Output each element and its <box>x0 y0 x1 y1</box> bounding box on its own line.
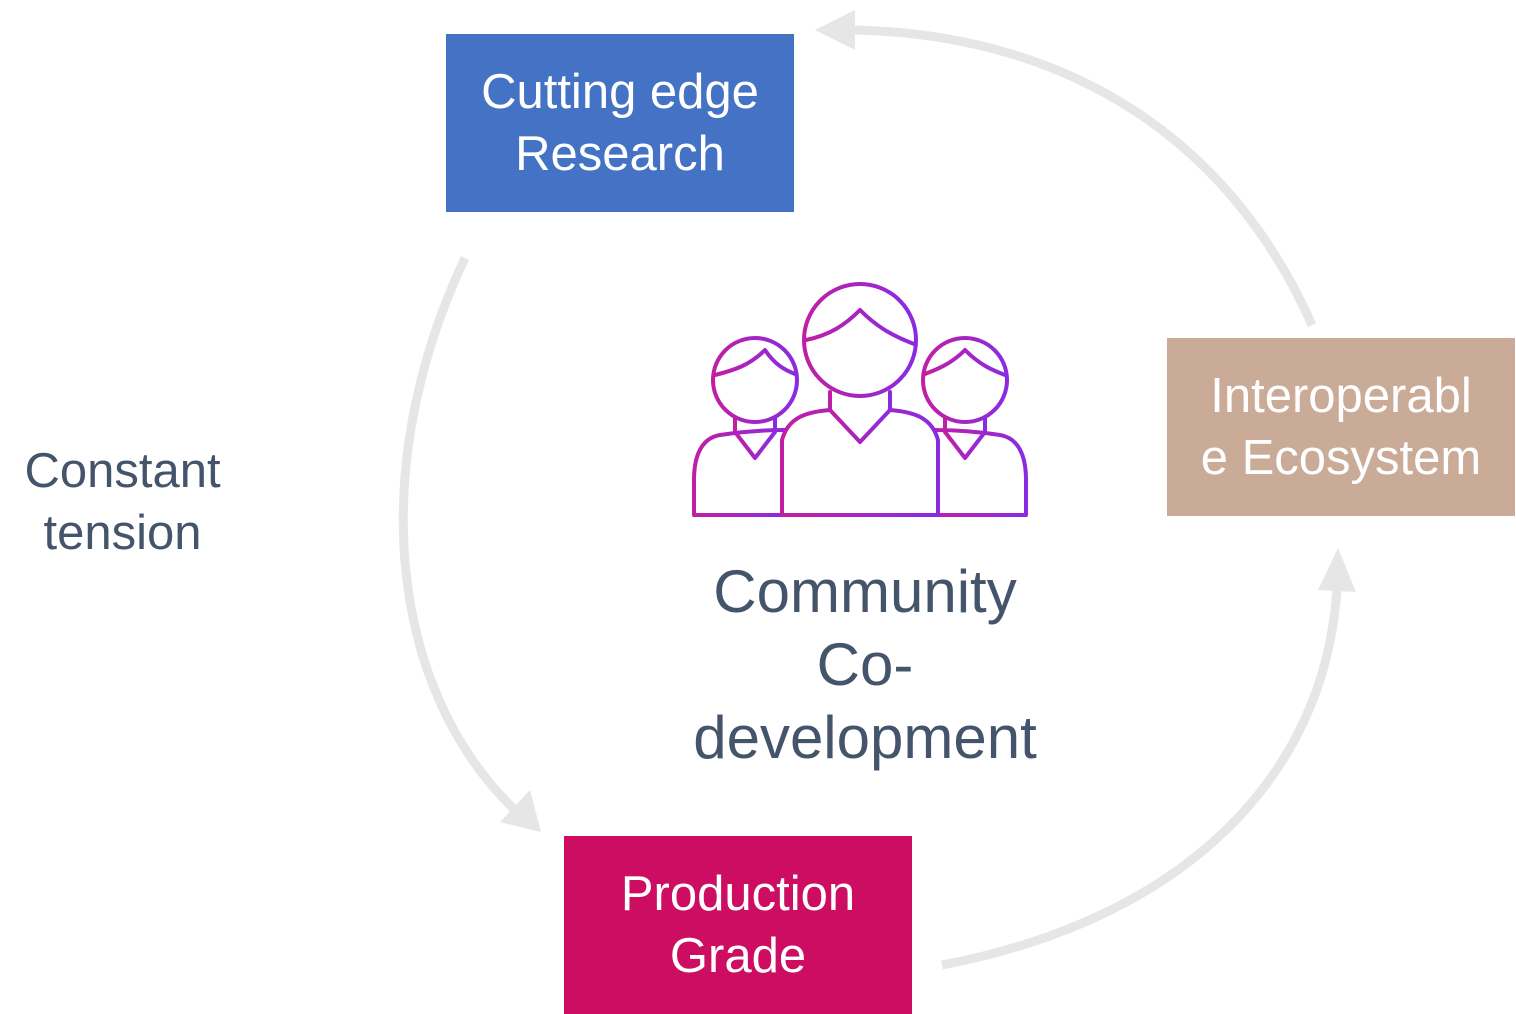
center-label-line1: Community <box>713 558 1017 625</box>
constant-tension-label: Constant tension <box>0 440 245 564</box>
node-research-line2: Research <box>515 127 725 181</box>
node-research-line1: Cutting edge <box>481 65 759 119</box>
node-production-line1: Production <box>620 867 856 921</box>
community-people-icon <box>692 282 1028 517</box>
node-production-grade: Production Grade <box>564 836 912 1014</box>
node-interoperable-ecosystem: Interoperabl e Ecosystem <box>1167 338 1515 516</box>
center-label-line3: development <box>693 704 1037 771</box>
arrowhead-research <box>815 10 855 50</box>
side-label-line2: tension <box>43 506 202 560</box>
node-production-line2: Grade <box>669 929 807 983</box>
center-label-line2: Co- <box>816 631 914 698</box>
arrow-production-to-interop <box>941 587 1342 970</box>
side-label-line1: Constant <box>24 444 221 498</box>
node-interop-line2: e Ecosystem <box>1200 431 1482 485</box>
arrow-research-to-production <box>398 256 519 814</box>
node-interop-line1: Interoperabl <box>1210 369 1472 423</box>
node-cutting-edge-research: Cutting edge Research <box>446 34 794 212</box>
arrowhead-production <box>500 790 541 832</box>
community-codevelopment-label: Community Co- development <box>640 555 1090 774</box>
arrow-interop-to-research <box>854 25 1317 327</box>
arrowhead-interop <box>1318 548 1356 592</box>
